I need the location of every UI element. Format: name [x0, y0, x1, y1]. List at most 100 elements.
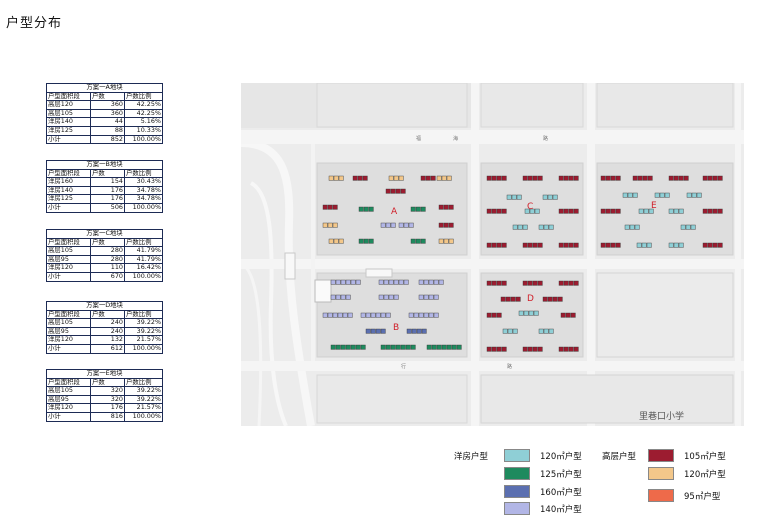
unit-marker: [680, 224, 686, 230]
table-cell: 176: [90, 185, 125, 196]
unit-marker: [448, 238, 454, 244]
unit-marker: [335, 294, 341, 300]
unit-marker: [707, 175, 713, 181]
unit-marker: [322, 222, 328, 228]
unit-marker: [605, 242, 611, 248]
table-cell: 洋房140: [46, 117, 91, 127]
unit-marker: [528, 310, 534, 316]
unit-marker: [532, 242, 538, 248]
unit-marker: [558, 280, 564, 286]
unit-marker: [338, 238, 344, 244]
unit-marker: [340, 344, 346, 350]
table-caption: 方案一E地块: [46, 369, 163, 379]
unit-marker: [552, 296, 558, 302]
unit-marker: [496, 280, 502, 286]
unit-marker: [673, 208, 679, 214]
unit-marker: [510, 296, 516, 302]
unit-marker: [500, 296, 506, 302]
unit-marker: [506, 194, 512, 200]
unit-marker: [441, 175, 447, 181]
unit-marker: [501, 208, 507, 214]
unit-marker: [456, 344, 462, 350]
unit-marker: [632, 192, 638, 198]
table-cell: 42.25%: [124, 108, 163, 119]
unit-marker: [411, 328, 417, 334]
table-cell: 高层95: [46, 254, 91, 265]
page-title: 户型分布: [6, 16, 63, 31]
unit-marker: [560, 312, 566, 318]
unit-marker: [600, 208, 606, 214]
unit-marker: [486, 242, 492, 248]
block-label-c: C: [527, 202, 533, 212]
school-label: 里巷口小学: [639, 410, 684, 422]
unit-marker: [363, 238, 369, 244]
table-cell: 44: [90, 117, 125, 127]
unit-marker: [380, 328, 386, 334]
unit-marker: [436, 344, 442, 350]
unit-marker: [547, 296, 553, 302]
unit-marker: [423, 279, 429, 285]
unit-marker: [542, 296, 548, 302]
site-plan-map: ABCDE 里巷口小学 福海路行路: [241, 83, 744, 426]
unit-marker: [501, 346, 507, 352]
table-cell: 34.78%: [123, 194, 164, 204]
unit-marker: [408, 222, 414, 228]
unit-marker: [518, 310, 524, 316]
unit-marker: [438, 238, 444, 244]
unit-marker: [322, 312, 328, 318]
legend-swatch: [648, 467, 674, 480]
unit-marker: [345, 294, 351, 300]
table-cell: 100.00%: [124, 134, 163, 145]
unit-marker: [375, 312, 381, 318]
unit-marker: [418, 279, 424, 285]
unit-marker: [647, 175, 653, 181]
unit-marker: [512, 328, 518, 334]
unit-marker: [624, 224, 630, 230]
unit-marker: [627, 192, 633, 198]
unit-marker: [423, 312, 429, 318]
unit-marker: [385, 344, 391, 350]
unit-marker: [360, 312, 366, 318]
unit-marker: [491, 312, 497, 318]
table-cell: 5.16%: [124, 117, 163, 127]
unit-marker: [501, 280, 507, 286]
unit-marker: [398, 175, 404, 181]
unit-marker: [573, 208, 579, 214]
unit-marker: [573, 242, 579, 248]
unit-marker: [568, 280, 574, 286]
unit-marker: [637, 175, 643, 181]
unit-marker: [363, 206, 369, 212]
unit-marker: [350, 344, 356, 350]
unit-marker: [380, 312, 386, 318]
unit-marker: [707, 242, 713, 248]
unit-marker: [496, 312, 502, 318]
unit-marker: [423, 294, 429, 300]
unit-marker: [430, 175, 436, 181]
table-header: 户型面积段: [46, 91, 91, 102]
unit-marker: [537, 242, 543, 248]
unit-marker: [696, 192, 702, 198]
unit-marker: [330, 279, 336, 285]
unit-marker: [327, 222, 333, 228]
unit-marker: [345, 344, 351, 350]
table-cell: 10.33%: [124, 125, 163, 136]
unit-marker: [605, 208, 611, 214]
table-header: 户数: [90, 91, 125, 102]
unit-marker: [415, 238, 421, 244]
unit-marker: [428, 312, 434, 318]
unit-marker: [436, 175, 442, 181]
legend-label-villa-3: 140㎡户型: [540, 505, 582, 515]
unit-marker: [622, 192, 628, 198]
table-header: 户数: [90, 309, 125, 320]
unit-marker: [634, 224, 640, 230]
unit-marker: [416, 328, 422, 334]
